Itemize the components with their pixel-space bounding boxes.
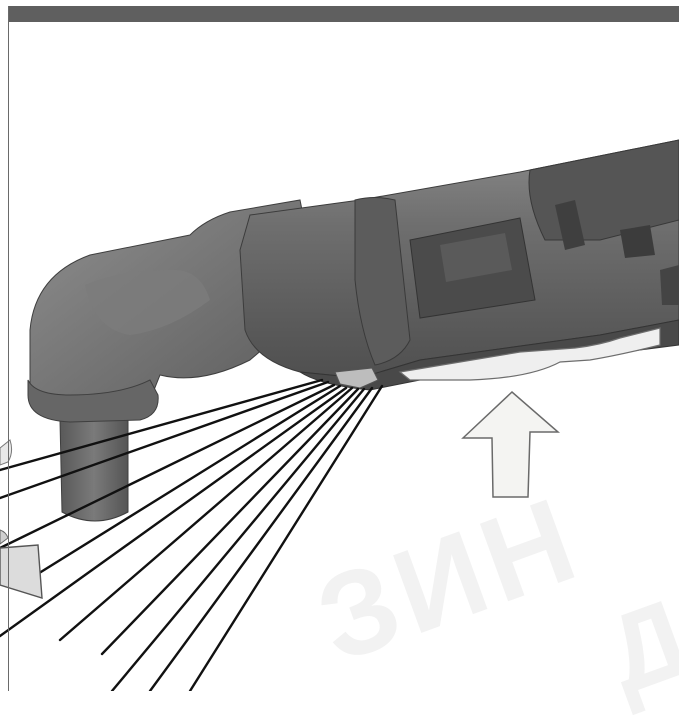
tool-body — [239, 139, 679, 391]
spray-lines — [0, 378, 384, 691]
nozzle-tip — [334, 367, 379, 389]
frame-border — [8, 6, 9, 691]
header-bar — [8, 6, 679, 22]
tool-illustration — [0, 139, 679, 691]
release-lever — [398, 327, 661, 381]
arrow-up-icon — [461, 390, 561, 498]
instruction-figure: ЗИН Д — [0, 6, 679, 717]
output-shaft — [59, 417, 129, 522]
